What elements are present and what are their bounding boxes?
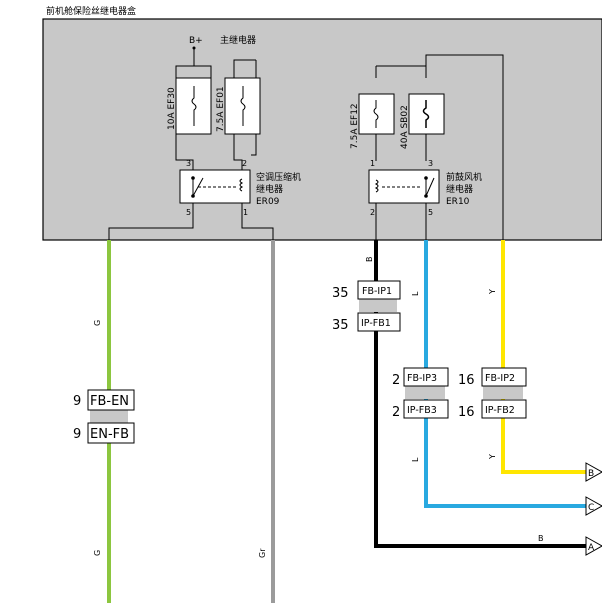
relay-label: ER09 <box>256 197 280 207</box>
wire-label: Y <box>488 289 497 295</box>
fuse-ef30: 10A EF30 <box>167 77 212 135</box>
svg-text:C: C <box>588 503 594 513</box>
svg-text:2: 2 <box>392 405 400 420</box>
wire-blue <box>424 240 588 508</box>
fuse-symbol-icon <box>191 86 197 126</box>
connector-fb-en: FB-EN 9 <box>73 389 135 424</box>
box-title: 前机舱保险丝继电器盒 <box>46 5 136 17</box>
relay-coil-icon <box>239 178 244 192</box>
svg-text:16: 16 <box>458 373 475 388</box>
svg-text:35: 35 <box>332 318 349 333</box>
relay-er09: 3 2 5 1 空调压缩机 继电器 ER09 <box>179 159 301 217</box>
svg-text:FB-IP2: FB-IP2 <box>485 373 515 384</box>
wire-yellow <box>501 240 588 474</box>
svg-text:A: A <box>588 543 595 553</box>
fuse-ef01: 7.5A EF01 <box>216 77 261 135</box>
fuse-relay-box <box>42 18 602 241</box>
svg-text:FB-IP1: FB-IP1 <box>362 286 392 297</box>
relay-er10: 1 3 2 5 前鼓风机 继电器 ER10 <box>368 159 482 217</box>
terminal-c: C <box>585 496 602 516</box>
bplus-label: B+ <box>189 36 203 46</box>
wire-black <box>374 240 588 548</box>
svg-text:1: 1 <box>243 208 248 217</box>
terminal-b: B <box>585 462 602 482</box>
svg-text:B: B <box>588 469 594 479</box>
wire-label: B <box>538 534 544 543</box>
connector-ip-fb2: IP-FB2 16 <box>458 399 527 420</box>
fuse-symbol-icon <box>240 86 246 126</box>
svg-text:9: 9 <box>73 394 81 409</box>
fuse-sb02: 40A SB02 <box>400 93 445 149</box>
wire-label: B <box>365 257 374 263</box>
svg-text:FB-EN: FB-EN <box>90 394 129 409</box>
relay-label: ER10 <box>446 197 470 207</box>
fuse-label: 40A SB02 <box>400 105 410 149</box>
svg-text:2: 2 <box>370 208 375 217</box>
relay-label: 空调压缩机 <box>256 171 301 183</box>
main-relay-label: 主继电器 <box>220 34 256 46</box>
wire-label: G <box>93 320 102 326</box>
svg-text:9: 9 <box>73 427 81 442</box>
fuse-ef12: 7.5A EF12 <box>350 93 395 149</box>
svg-text:IP-FB1: IP-FB1 <box>361 318 391 329</box>
connector-fb-ip2: FB-IP2 16 <box>458 367 527 399</box>
fuse-label: 7.5A EF01 <box>216 86 226 132</box>
svg-text:1: 1 <box>370 159 375 168</box>
connector-fb-ip1: FB-IP1 35 <box>332 280 401 312</box>
svg-text:IP-FB2: IP-FB2 <box>485 405 515 416</box>
svg-text:16: 16 <box>458 405 475 420</box>
fuse-label: 7.5A EF12 <box>350 103 360 149</box>
wire-label: Gr <box>258 548 267 558</box>
connector-ip-fb1: IP-FB1 35 <box>332 312 401 333</box>
fuse-symbol-icon <box>422 100 430 128</box>
svg-text:3: 3 <box>428 159 433 168</box>
connector-fb-ip3: FB-IP3 2 <box>392 367 449 399</box>
connector-ip-fb3: IP-FB3 2 <box>392 399 449 420</box>
svg-text:FB-IP3: FB-IP3 <box>407 373 437 384</box>
connector-en-fb: EN-FB 9 <box>73 422 135 444</box>
relay-coil-icon <box>374 179 379 193</box>
relay-label: 继电器 <box>446 183 473 195</box>
fuse-symbol-icon <box>373 100 379 128</box>
wire-label: Y <box>488 454 497 460</box>
svg-text:2: 2 <box>392 373 400 388</box>
svg-text:5: 5 <box>186 208 191 217</box>
svg-text:35: 35 <box>332 286 349 301</box>
relay-label: 继电器 <box>256 183 283 195</box>
relay-label: 前鼓风机 <box>446 171 482 183</box>
wire-label: L <box>411 291 420 296</box>
svg-text:2: 2 <box>242 159 247 168</box>
wire-label: L <box>411 457 420 462</box>
fuse-label: 10A EF30 <box>167 87 177 130</box>
svg-text:EN-FB: EN-FB <box>90 427 129 442</box>
internal-wiring <box>108 48 504 240</box>
svg-text:5: 5 <box>428 208 433 217</box>
wire-label: G <box>93 550 102 556</box>
svg-text:IP-FB3: IP-FB3 <box>407 405 437 416</box>
svg-text:3: 3 <box>186 159 191 168</box>
terminal-a: A <box>585 536 602 556</box>
